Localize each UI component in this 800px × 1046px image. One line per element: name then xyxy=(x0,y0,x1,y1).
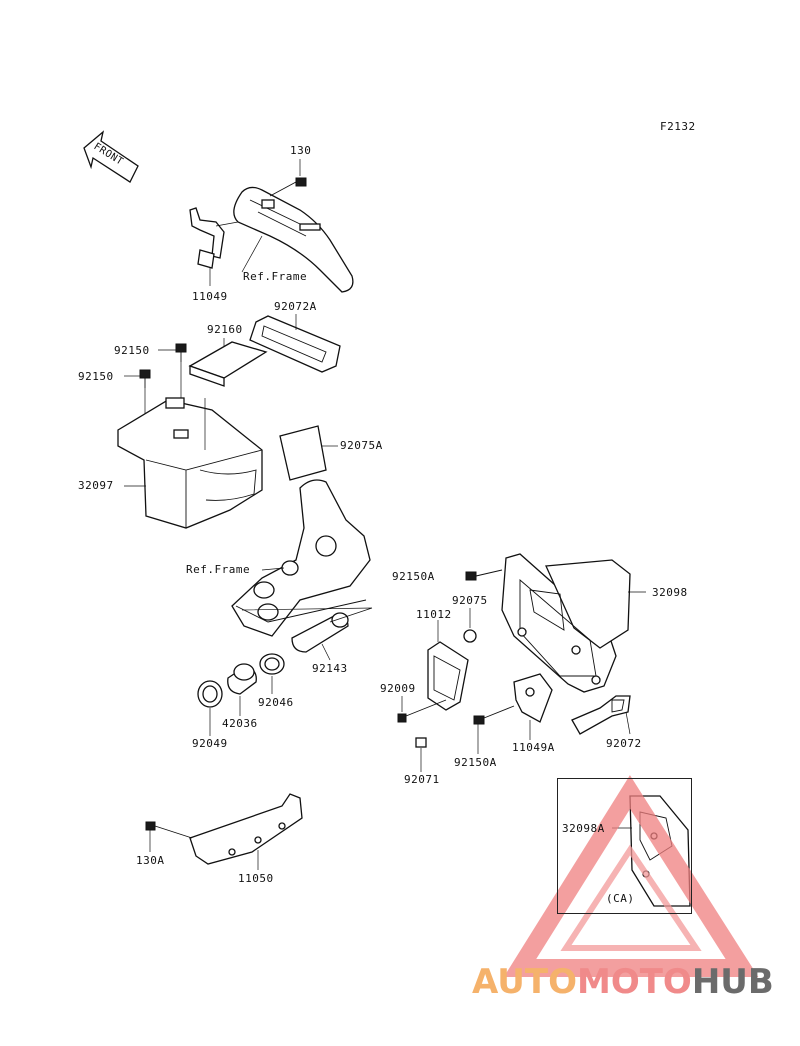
callout-92049: 92049 xyxy=(192,737,228,750)
bolt-92150-b-icon xyxy=(139,369,151,388)
callout-ref-frame-mid: Ref.Frame xyxy=(186,563,251,576)
bolt-92150A-top-icon xyxy=(465,569,503,581)
bolt-130A-icon xyxy=(145,821,193,839)
front-arrow-icon xyxy=(83,130,139,183)
strap-92072A xyxy=(249,315,341,373)
bolt-92009-icon xyxy=(397,699,447,723)
inset-caption: (CA) xyxy=(606,892,635,905)
bracket-11049A xyxy=(513,673,553,723)
callout-92072: 92072 xyxy=(606,737,642,750)
seal-92049 xyxy=(197,680,223,708)
callout-92075A: 92075A xyxy=(340,439,383,452)
callout-92046: 92046 xyxy=(258,696,294,709)
frame-mid-part xyxy=(231,479,371,637)
callout-92150A-bottom: 92150A xyxy=(454,756,497,769)
callout-11050: 11050 xyxy=(238,872,274,885)
grommet-92075 xyxy=(463,629,477,643)
watermark-moto: MOTO xyxy=(576,962,692,1002)
callout-92072A: 92072A xyxy=(274,300,317,313)
nut-92071 xyxy=(415,737,427,748)
collar-92143 xyxy=(291,612,349,653)
inset-box xyxy=(557,778,692,914)
cover-32098 xyxy=(501,553,631,693)
callout-32098A: 32098A xyxy=(562,822,605,835)
callout-11012: 11012 xyxy=(416,608,452,621)
plate-11012 xyxy=(427,641,469,711)
callout-130A: 130A xyxy=(136,854,165,867)
bearing-92046 xyxy=(259,653,285,675)
bolt-92150-a-icon xyxy=(175,343,187,362)
callout-92150A-top: 92150A xyxy=(392,570,435,583)
callout-32098: 32098 xyxy=(652,586,688,599)
callout-130: 130 xyxy=(290,144,312,157)
bracket-11050 xyxy=(189,793,303,865)
callout-11049A: 11049A xyxy=(512,741,555,754)
pad-92160 xyxy=(188,341,268,387)
callout-ref-frame-top: Ref.Frame xyxy=(243,270,308,283)
callout-92160: 92160 xyxy=(207,323,243,336)
callout-92071: 92071 xyxy=(404,773,440,786)
callout-92009: 92009 xyxy=(380,682,416,695)
bolt-92150A-bottom-icon xyxy=(473,705,515,725)
watermark-hub: HUB xyxy=(691,962,774,1002)
figure-code: F2132 xyxy=(660,120,696,133)
callout-11049: 11049 xyxy=(192,290,228,303)
callout-92150-a: 92150 xyxy=(114,344,150,357)
battery-case-32097 xyxy=(117,397,263,529)
callout-92075: 92075 xyxy=(452,594,488,607)
callout-42036: 42036 xyxy=(222,717,258,730)
watermark-auto: AUTO xyxy=(472,962,577,1002)
bolt-130-icon xyxy=(269,177,307,197)
watermark-text: AUTOMOTOHUB xyxy=(472,962,774,1002)
bracket-11049 xyxy=(189,207,239,269)
callout-32097: 32097 xyxy=(78,479,114,492)
collar-42036 xyxy=(227,663,257,695)
strap-92072 xyxy=(571,695,631,735)
watermark-triangle-icon xyxy=(503,775,759,977)
callout-92143: 92143 xyxy=(312,662,348,675)
sheet-92075A xyxy=(279,425,327,481)
callout-92150-b: 92150 xyxy=(78,370,114,383)
